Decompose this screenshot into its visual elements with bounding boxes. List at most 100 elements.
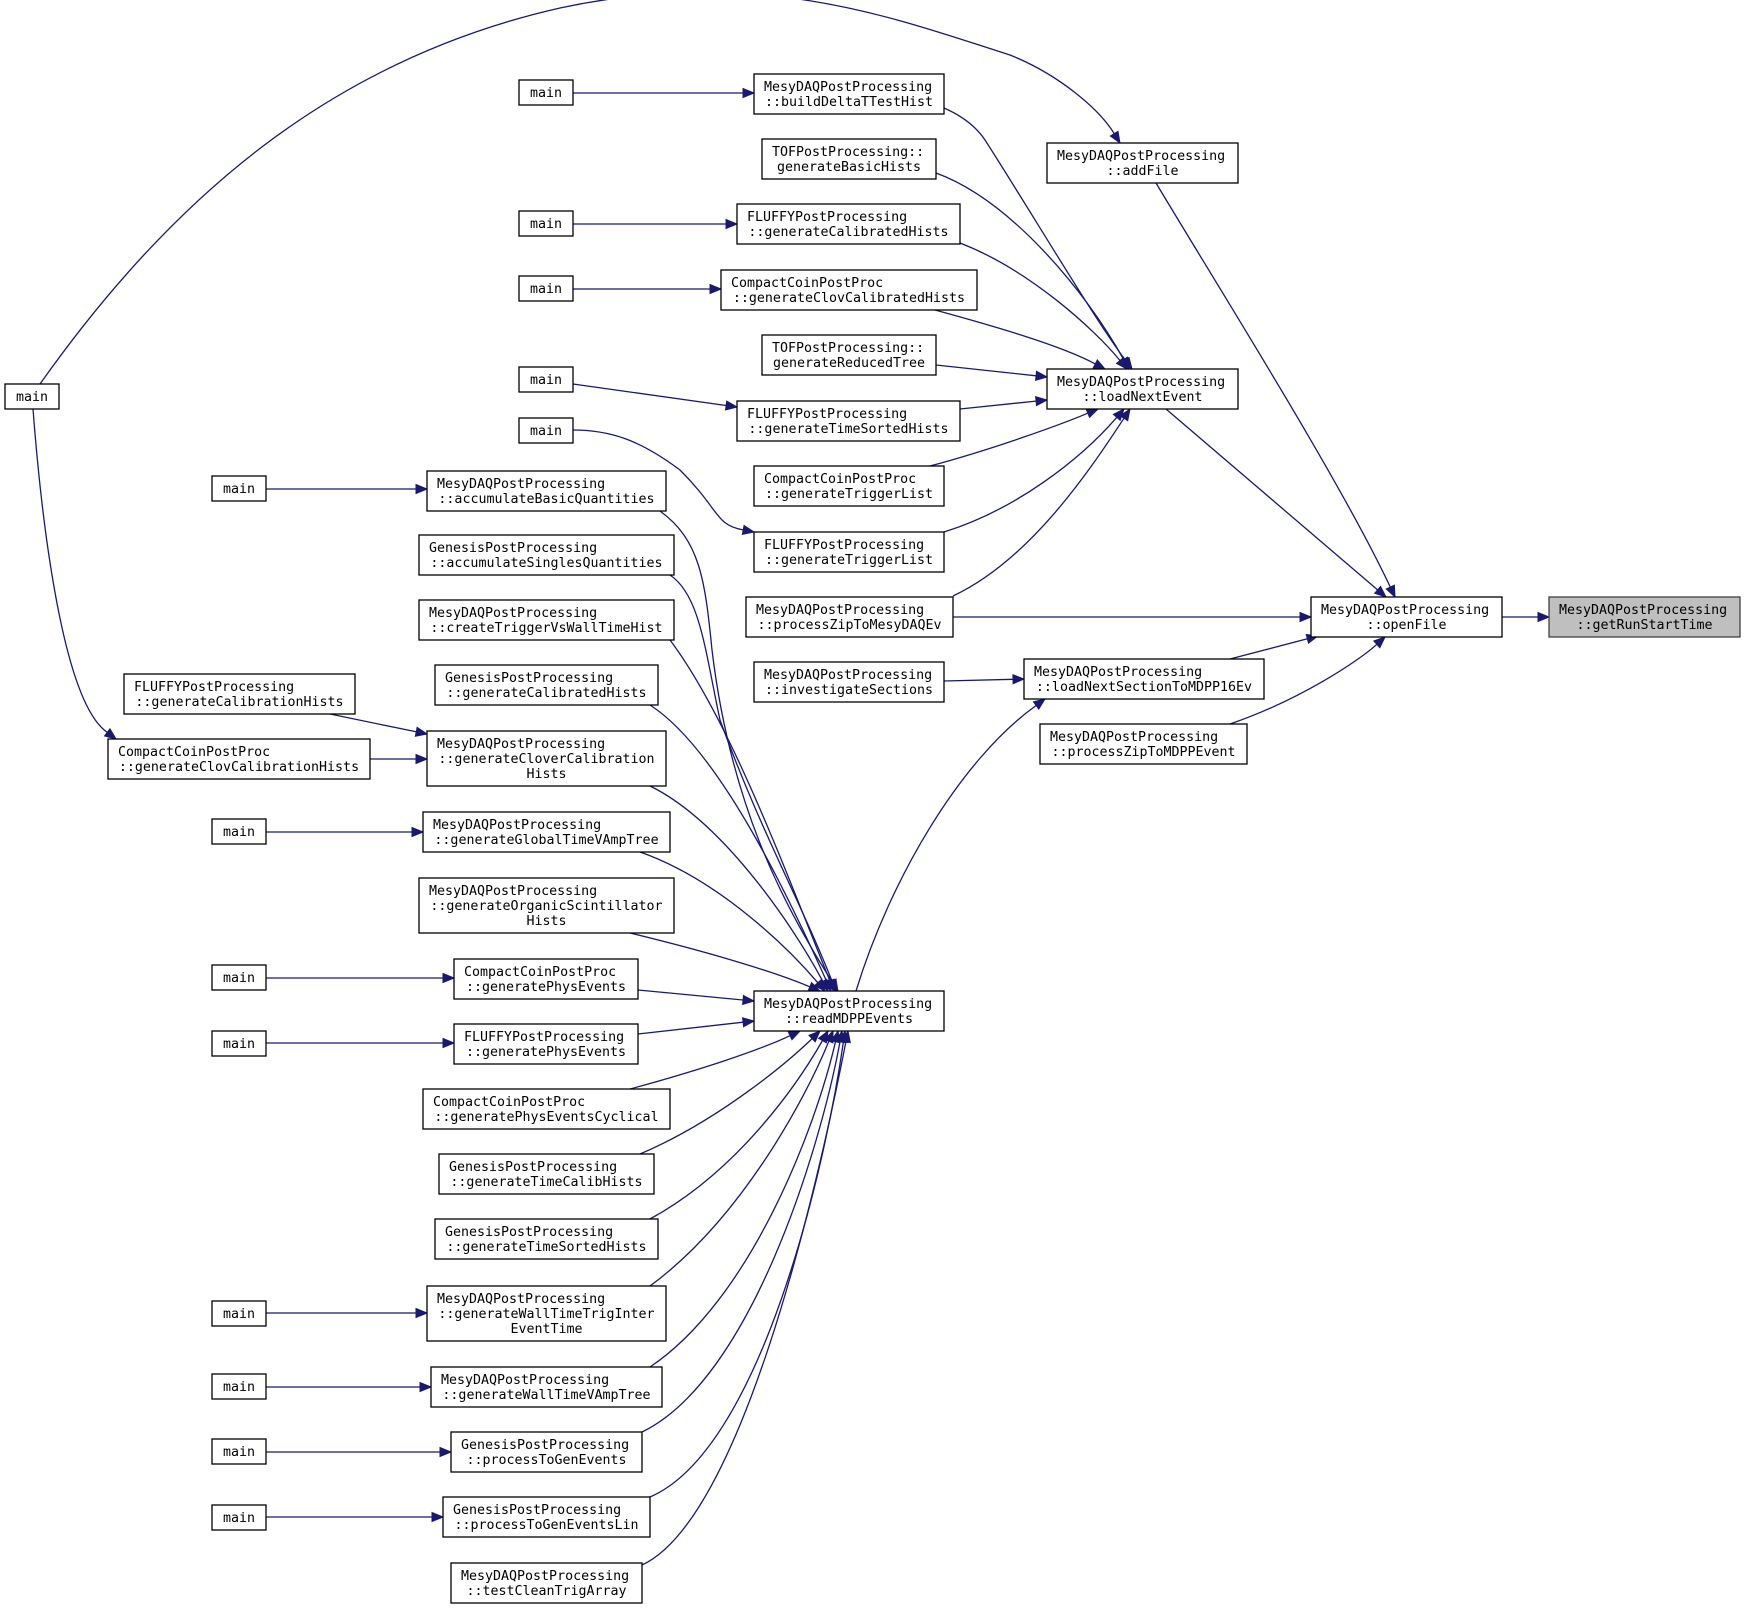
edge-main_h-to-ccGeneratePhysEvents <box>266 972 456 984</box>
node-accumulateBasicQuantities[interactable]: MesyDAQPostProcessing::accumulateBasicQu… <box>426 470 667 512</box>
edge-main_a-to-buildDeltaTTestHist <box>573 87 756 99</box>
node-box <box>418 534 675 576</box>
node-main_j[interactable]: main <box>211 1300 267 1327</box>
node-label-line: Hists <box>526 914 566 929</box>
node-label-line: ::generateWallTimeVAmpTree <box>442 1388 650 1403</box>
edge-line <box>943 678 1014 682</box>
node-testCleanTrigArray[interactable]: MesyDAQPostProcessing::testCleanTrigArra… <box>450 1562 643 1604</box>
edge-line <box>641 1041 841 1433</box>
node-label-line: MesyDAQPostProcessing <box>1050 730 1218 745</box>
arrowhead-icon <box>415 1307 429 1319</box>
node-label-line: main <box>223 1445 255 1460</box>
node-box <box>211 1300 267 1327</box>
edge-genesisGenerateTimeCalibHists-to-readMDPPEvents <box>639 1030 821 1155</box>
node-main_h[interactable]: main <box>211 964 267 991</box>
node-createTriggerVsWallTimeHist[interactable]: MesyDAQPostProcessing::createTriggerVsWa… <box>418 599 675 641</box>
edge-main_left-to-ccGenerateClovCalibrationHists <box>32 408 118 740</box>
node-label-line: MesyDAQPostProcessing <box>1034 665 1202 680</box>
node-ccGeneratePhysEventsCyclical[interactable]: CompactCoinPostProc::generatePhysEventsC… <box>422 1088 671 1130</box>
node-fluffyGenerateTimeSortedHists[interactable]: FLUFFYPostProcessing::generateTimeSorted… <box>736 400 961 442</box>
node-processZipToMDPPEvent[interactable]: MesyDAQPostProcessing::processZipToMDPPE… <box>1039 723 1248 765</box>
node-label-line: ::generateTimeSortedHists <box>446 1240 646 1255</box>
node-genesisGenerateTimeSortedHists[interactable]: GenesisPostProcessing::generateTimeSorte… <box>434 1218 659 1260</box>
node-box <box>211 1030 267 1057</box>
node-main_i[interactable]: main <box>211 1030 267 1057</box>
node-box <box>1046 142 1239 184</box>
edge-main_c-to-ccGenerateClovCalibratedHists <box>573 283 723 295</box>
node-label-line: main <box>223 1380 255 1395</box>
node-tofGenerateReducedTree[interactable]: TOFPostProcessing::generateReducedTree <box>761 334 937 376</box>
node-main_e[interactable]: main <box>518 417 574 444</box>
arrowhead-icon <box>103 727 118 740</box>
node-box <box>450 1562 643 1604</box>
node-fluffyGenerateTriggerList[interactable]: FLUFFYPostProcessing::generateTriggerLis… <box>753 531 945 573</box>
node-genesisProcessToGenEvents[interactable]: GenesisPostProcessing::processToGenEvent… <box>450 1431 643 1473</box>
node-main_f[interactable]: main <box>211 475 267 502</box>
node-main_d[interactable]: main <box>518 366 574 393</box>
node-box <box>720 269 978 311</box>
node-generateGlobalTimeVAmpTree[interactable]: MesyDAQPostProcessing::generateGlobalTim… <box>422 811 671 853</box>
node-processZipToMesyDAQEv[interactable]: MesyDAQPostProcessing::processZipToMesyD… <box>745 596 954 638</box>
node-fluffyGeneratePhysEvents[interactable]: FLUFFYPostProcessing::generatePhysEvents <box>453 1023 639 1065</box>
node-loadNextSection[interactable]: MesyDAQPostProcessing::loadNextSectionTo… <box>1023 658 1265 700</box>
arrowhead-icon <box>1372 636 1386 649</box>
node-genesisProcessToGenEventsLin[interactable]: GenesisPostProcessing::processToGenEvent… <box>442 1496 651 1538</box>
node-label-line: CompactCoinPostProc <box>764 472 916 487</box>
node-label-line: ::generateTimeSortedHists <box>748 422 948 437</box>
node-label-line: ::generateCloverCalibration <box>438 752 654 767</box>
call-graph-edges <box>32 0 1551 1566</box>
edge-fluffyGeneratePhysEvents-to-readMDPPEvents <box>637 1017 756 1035</box>
node-ccGenerateTriggerList[interactable]: CompactCoinPostProc::generateTriggerList <box>753 465 945 507</box>
arrowhead-icon <box>813 978 826 993</box>
node-main_left[interactable]: main <box>4 383 60 410</box>
arrowhead-icon <box>1373 585 1388 598</box>
edge-main_m-to-genesisProcessToGenEventsLin <box>266 1511 445 1523</box>
node-label-line: TOFPostProcessing:: <box>772 341 924 356</box>
node-main_g[interactable]: main <box>211 818 267 845</box>
node-label-line: generateBasicHists <box>777 160 921 175</box>
node-box <box>1046 368 1239 410</box>
node-main_m[interactable]: main <box>211 1504 267 1531</box>
node-ccGenerateClovCalibratedHists[interactable]: CompactCoinPostProc::generateClovCalibra… <box>720 269 978 311</box>
edge-processZipToMDPPEvent-to-openFile <box>1229 636 1386 725</box>
arrowhead-icon <box>840 1029 851 1044</box>
node-addFile[interactable]: MesyDAQPostProcessing::addFile <box>1046 142 1239 184</box>
node-fluffyGenerateCalibrationHists[interactable]: FLUFFYPostProcessing::generateCalibratio… <box>123 673 356 715</box>
arrowhead-icon <box>442 1037 456 1049</box>
node-label-line: ::generateOrganicScintillator <box>430 899 662 914</box>
node-investigateSections[interactable]: MesyDAQPostProcessing::investigateSectio… <box>753 661 945 703</box>
node-genesisGenerateTimeCalibHists[interactable]: GenesisPostProcessing::generateTimeCalib… <box>438 1153 655 1195</box>
arrowhead-icon <box>1092 359 1107 370</box>
node-generateOrganicScintillatorHists[interactable]: MesyDAQPostProcessing::generateOrganicSc… <box>418 877 675 934</box>
node-buildDeltaTTestHist[interactable]: MesyDAQPostProcessing::buildDeltaTTestHi… <box>753 73 945 115</box>
node-ccGenerateClovCalibrationHists[interactable]: CompactCoinPostProc::generateClovCalibra… <box>107 738 371 780</box>
node-main_c[interactable]: main <box>518 275 574 302</box>
node-readMDPPEvents[interactable]: MesyDAQPostProcessing::readMDPPEvents <box>753 990 945 1032</box>
node-generateWallTimeVAmpTree[interactable]: MesyDAQPostProcessing::generateWallTimeV… <box>430 1366 663 1408</box>
arrowhead-icon <box>724 400 739 411</box>
arrowhead-icon <box>787 1030 802 1041</box>
node-loadNextEvent[interactable]: MesyDAQPostProcessing::loadNextEvent <box>1046 368 1239 410</box>
edge-fluffyGenerateTimeSortedHists-to-loadNextEvent <box>959 395 1049 410</box>
node-label-line: ::generateCalibratedHists <box>446 686 646 701</box>
node-generateCloverCalibrationHists[interactable]: MesyDAQPostProcessing::generateCloverCal… <box>426 730 667 787</box>
node-label-line: GenesisPostProcessing <box>429 541 597 556</box>
node-tofGenerateBasicHists[interactable]: TOFPostProcessing::generateBasicHists <box>761 138 937 180</box>
node-main_b[interactable]: main <box>518 210 574 237</box>
node-ccGeneratePhysEvents[interactable]: CompactCoinPostProc::generatePhysEvents <box>453 958 639 1000</box>
node-label-line: ::processZipToMesyDAQEv <box>757 618 941 633</box>
edge-main_j-to-generateWallTimeTrigInterEventTime <box>266 1307 429 1319</box>
arrowhead-icon <box>431 1511 445 1523</box>
node-genesisGenerateCalibratedHists[interactable]: GenesisPostProcessing::generateCalibrate… <box>434 664 659 706</box>
edge-main_left-to-addFile <box>39 0 1121 385</box>
node-main_a[interactable]: main <box>518 79 574 106</box>
node-main_l[interactable]: main <box>211 1438 267 1465</box>
node-main_k[interactable]: main <box>211 1373 267 1400</box>
node-fluffyGenerateCalibratedHists[interactable]: FLUFFYPostProcessing::generateCalibrated… <box>736 203 961 245</box>
node-box <box>211 475 267 502</box>
node-genesisAccumulateSingles[interactable]: GenesisPostProcessing::accumulateSingles… <box>418 534 675 576</box>
edge-line <box>649 1041 845 1498</box>
node-box <box>518 366 574 393</box>
node-openFile[interactable]: MesyDAQPostProcessing::openFile <box>1310 596 1503 638</box>
node-generateWallTimeTrigInterEventTime[interactable]: MesyDAQPostProcessing::generateWallTimeT… <box>426 1285 667 1342</box>
